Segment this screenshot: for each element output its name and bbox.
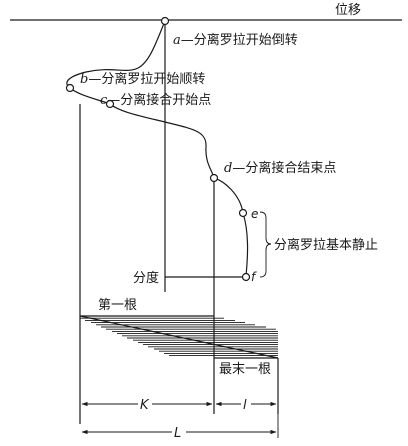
point-c-marker [105,99,115,109]
last-label: 最末一根 [219,362,271,377]
dim-L-gap [172,424,186,440]
axis-label: 位移 [335,3,361,18]
point-a-marker [160,16,170,26]
dim-L-label: L [174,426,181,441]
comb-sawtooth [79,315,279,414]
point-d-marker [209,173,219,183]
dim-l-gap [241,396,251,412]
dim-K-gap [138,396,152,412]
point-b-marker [65,83,75,93]
point-f-label: f [251,270,257,284]
bracket-label: 分离罗拉基本静止 [274,237,378,253]
dim-l-label: l [243,398,247,413]
point-b-label: b—分离罗拉开始顺转 [80,71,205,87]
point-f-marker [241,272,251,282]
dim-K-label: K [140,398,150,413]
displacement-curve [66,20,249,277]
e-f-brace [259,211,272,278]
first-label: 第一根 [98,298,137,313]
point-c-label: c—分离接合开始点 [100,92,211,108]
point-a-label: a—分离罗拉开始倒转 [173,32,298,48]
point-e-marker [238,208,248,218]
point-d-label: d—分离接合结束点 [224,160,336,176]
point-e-label: e [251,207,258,221]
fendu-label: 分度 [133,270,159,286]
